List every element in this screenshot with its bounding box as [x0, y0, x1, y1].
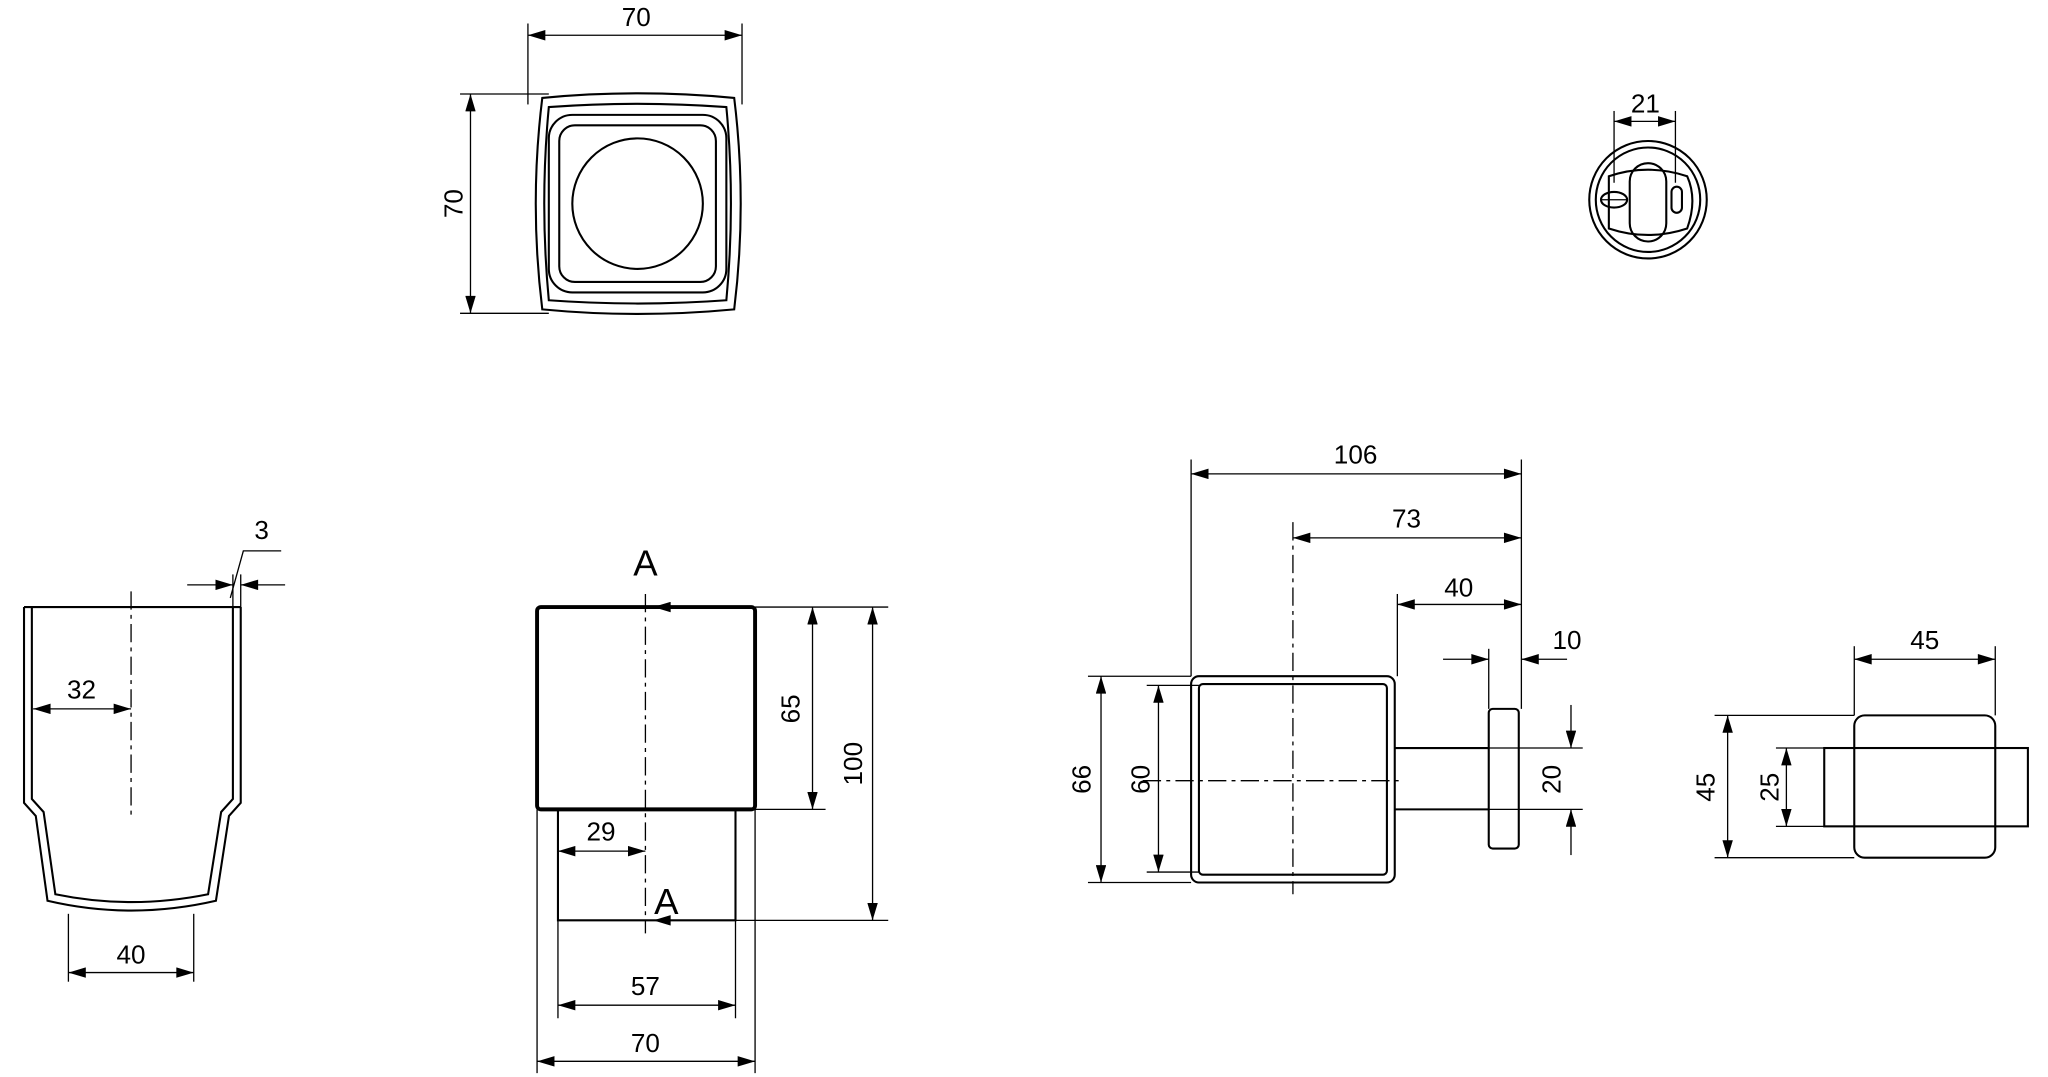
- mount-view: 21: [1588, 88, 1708, 260]
- top-view: 70 70: [439, 2, 743, 316]
- dim-projection: 106: [1334, 439, 1378, 469]
- dim-right-height: 45: [1691, 773, 1721, 802]
- right-view: 45 45 25: [1691, 625, 2029, 859]
- dim-band: 25: [1755, 773, 1785, 802]
- dim-cup-height: 65: [775, 694, 805, 723]
- dim-lower-width: 57: [631, 971, 660, 1001]
- dim-inner-half: 32: [67, 674, 96, 704]
- dim-inner-height: 60: [1125, 765, 1155, 794]
- dim-right-width: 45: [1910, 625, 1939, 655]
- dim-bottom: 40: [117, 939, 146, 969]
- section-mark-bottom: A: [654, 881, 679, 922]
- dim-center-to-wall: 73: [1392, 503, 1421, 533]
- section-mark-top: A: [633, 543, 658, 584]
- dim-rod-length: 40: [1444, 573, 1473, 603]
- dim-plate: 10: [1553, 625, 1582, 655]
- dim-half-lower: 29: [587, 817, 616, 847]
- side-view: 106 73 40 10 66 60 20: [1067, 439, 1583, 895]
- front-view: A A 29 57 70 65 100: [535, 543, 889, 1074]
- dim-slot-width: 21: [1631, 88, 1660, 118]
- dim-width: 70: [631, 1028, 660, 1058]
- dim-total-height: 100: [838, 742, 868, 786]
- dim-top-height: 70: [439, 189, 469, 218]
- dim-wall: 3: [254, 515, 269, 545]
- dim-rod-diameter: 20: [1537, 765, 1567, 794]
- dim-outer-height: 66: [1067, 765, 1097, 794]
- section-view: 32 40 3: [22, 515, 286, 982]
- dim-top-width: 70: [622, 2, 651, 32]
